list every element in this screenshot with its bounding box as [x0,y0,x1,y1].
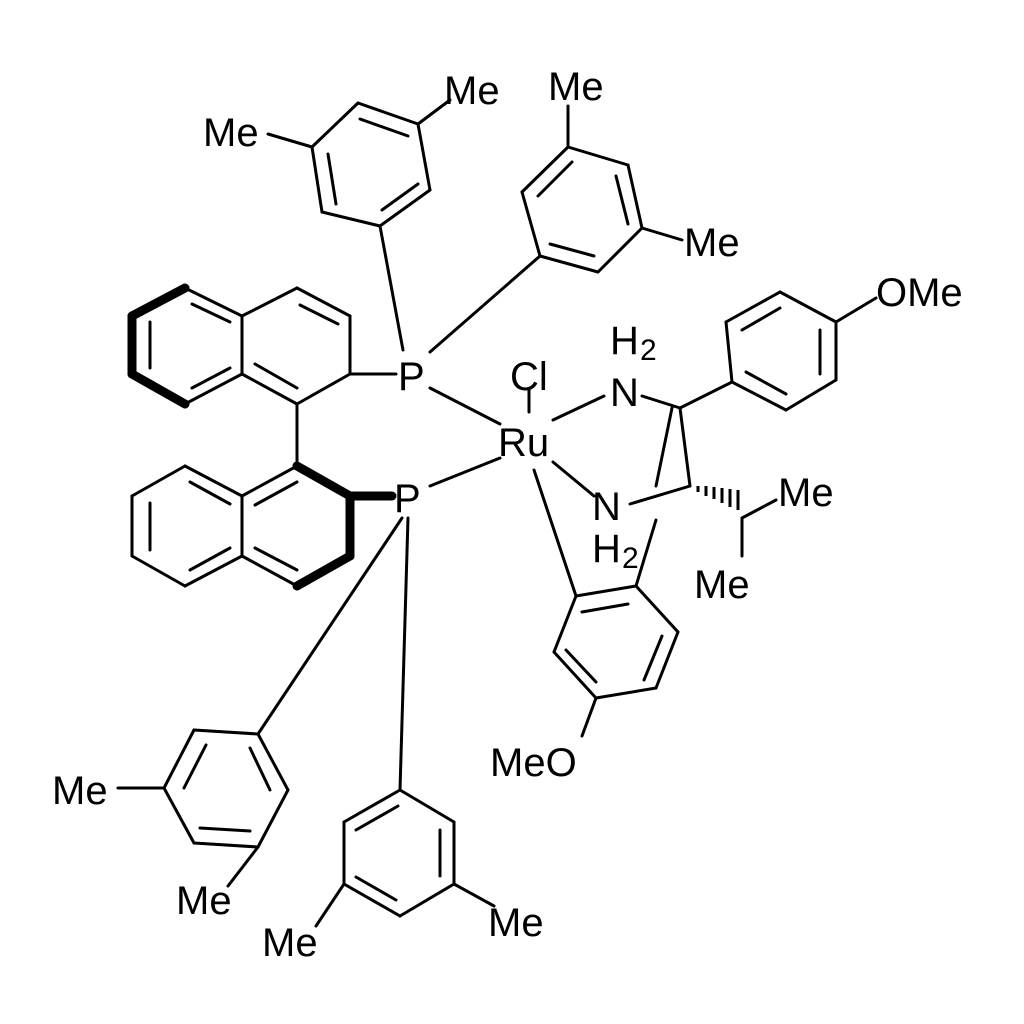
chlorine-label: Cl [510,355,548,399]
methyl-label: Me [203,111,259,155]
hydrogen-count: 2 [640,334,657,367]
xylyl-ring-lower-center [314,788,496,928]
phosphorus-label: P [394,477,421,521]
methyl-label: Me [694,563,750,607]
methyl-label: Me [488,901,544,945]
hydrogen-label: H [610,319,639,363]
nitrogen-label: N [610,371,639,415]
isopropyl-group [740,498,778,558]
phosphorus-label: P [398,355,425,399]
methyl-label: Me [262,921,318,965]
anisyl-ring-upper [724,290,878,412]
upper-naphthalene [127,283,352,409]
anisyl-ring-lower [552,584,680,738]
lower-naphthalene [130,461,355,591]
methyl-label: Me [548,65,604,109]
xylyl-ring-upper-left [266,98,452,228]
nitrogen-label: N [592,485,621,529]
xylyl-ring-upper-right [520,104,684,274]
ruthenium-label: Ru [498,421,549,465]
hashed-wedge-bond [696,486,740,510]
methoxy-label: MeO [490,741,577,785]
methyl-label: Me [684,221,740,265]
methyl-label: Me [444,69,500,113]
methoxy-label: OMe [876,271,963,315]
xylyl-ring-lower-left [116,728,290,888]
hydrogen-label: H [592,527,621,571]
methyl-label: Me [52,769,108,813]
methyl-label: Me [778,471,834,515]
hydrogen-count: 2 [622,542,639,575]
methyl-label: Me [176,879,232,923]
